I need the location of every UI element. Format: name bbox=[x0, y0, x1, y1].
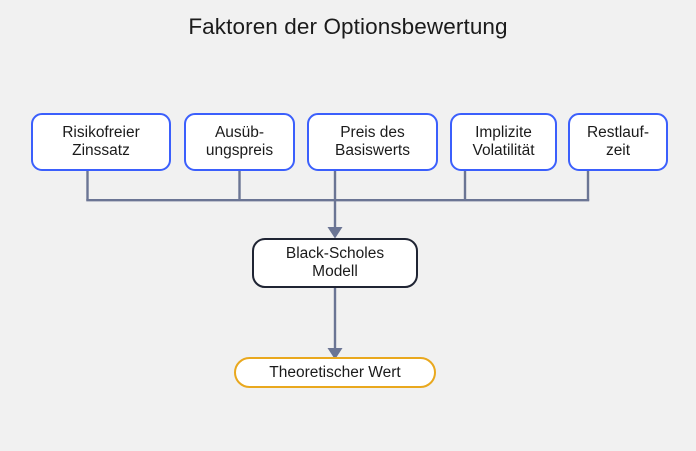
arrowhead-to-model bbox=[327, 227, 343, 239]
node-label: Restlauf- zeit bbox=[586, 123, 650, 160]
node-label: Preis des Basiswerts bbox=[335, 123, 410, 160]
node-theoretischer-wert[interactable]: Theoretischer Wert bbox=[234, 357, 436, 388]
node-factor-restlaufzeit[interactable]: Restlauf- zeit bbox=[568, 113, 668, 171]
node-label: Ausüb- ungspreis bbox=[205, 123, 274, 160]
node-factor-implizite-volatilitaet[interactable]: Implizite Volatilität bbox=[450, 113, 557, 171]
node-label: Black-Scholes Modell bbox=[285, 244, 385, 281]
diagram-title: Faktoren der Optionsbewertung bbox=[188, 14, 508, 39]
arrowhead-to-result bbox=[327, 348, 343, 360]
node-black-scholes-modell[interactable]: Black-Scholes Modell bbox=[252, 238, 418, 288]
node-label: Risikofreier Zinssatz bbox=[62, 123, 140, 160]
node-factor-preis-des-basiswerts[interactable]: Preis des Basiswerts bbox=[307, 113, 438, 171]
node-label: Theoretischer Wert bbox=[269, 363, 401, 381]
node-label: Implizite Volatilität bbox=[472, 123, 535, 160]
node-factor-ausuebungspreis[interactable]: Ausüb- ungspreis bbox=[184, 113, 295, 171]
node-factor-risikofreier-zinssatz[interactable]: Risikofreier Zinssatz bbox=[31, 113, 171, 171]
